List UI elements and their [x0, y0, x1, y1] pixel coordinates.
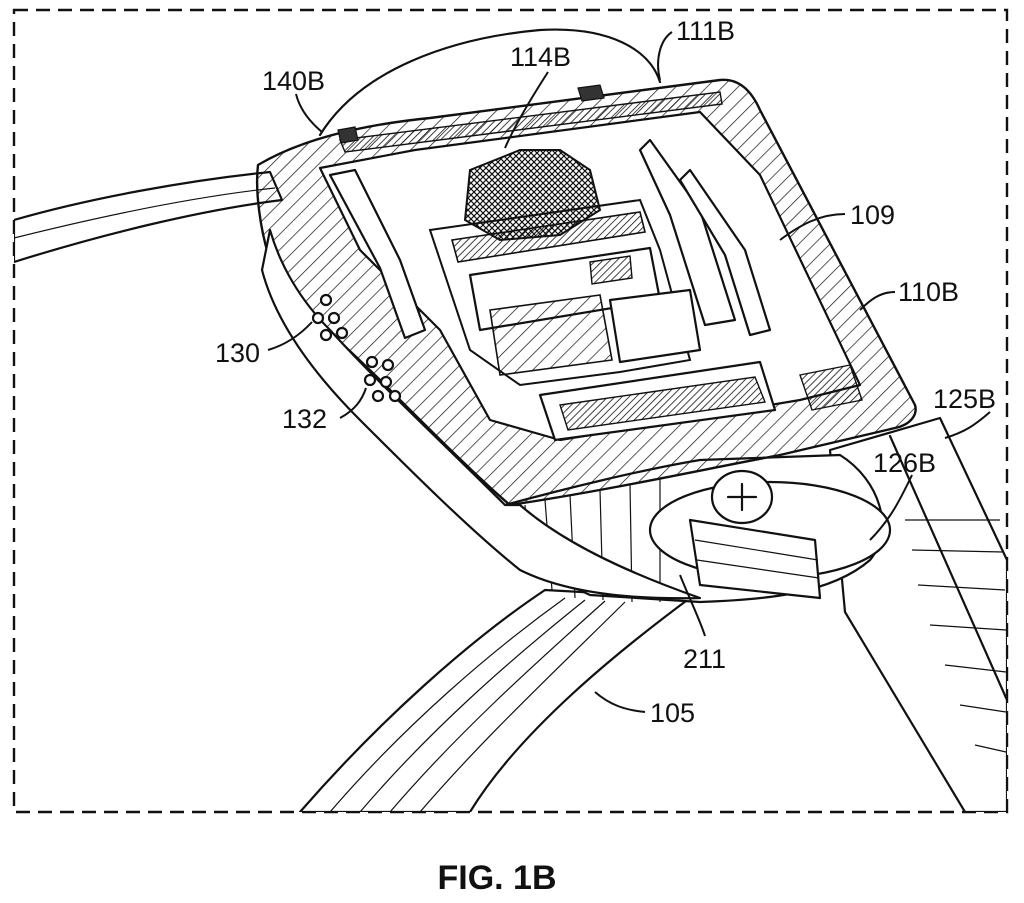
vent-holes-130 [311, 293, 349, 342]
hinge-screw [688, 469, 822, 600]
label-125B: 125B [933, 384, 996, 414]
frame-band-left [14, 170, 284, 264]
cable-loop [318, 28, 662, 137]
detail-boundary [12, 8, 1009, 814]
internal-components [328, 84, 863, 442]
figure-caption: FIG. 1B [437, 859, 556, 897]
label-105: 105 [650, 698, 695, 728]
vent-holes-132 [363, 355, 402, 403]
label-126B: 126B [873, 448, 936, 478]
label-114B: 114B [510, 42, 571, 72]
label-132: 132 [282, 404, 327, 434]
label-130: 130 [215, 338, 260, 368]
leader-lines [267, 31, 991, 713]
label-140B: 140B [262, 66, 325, 96]
label-111B: 111B [676, 16, 735, 46]
label-110B: 110B [898, 277, 959, 307]
label-211: 211 [683, 644, 726, 674]
temple-arm-105 [298, 588, 692, 812]
label-109: 109 [850, 200, 895, 230]
